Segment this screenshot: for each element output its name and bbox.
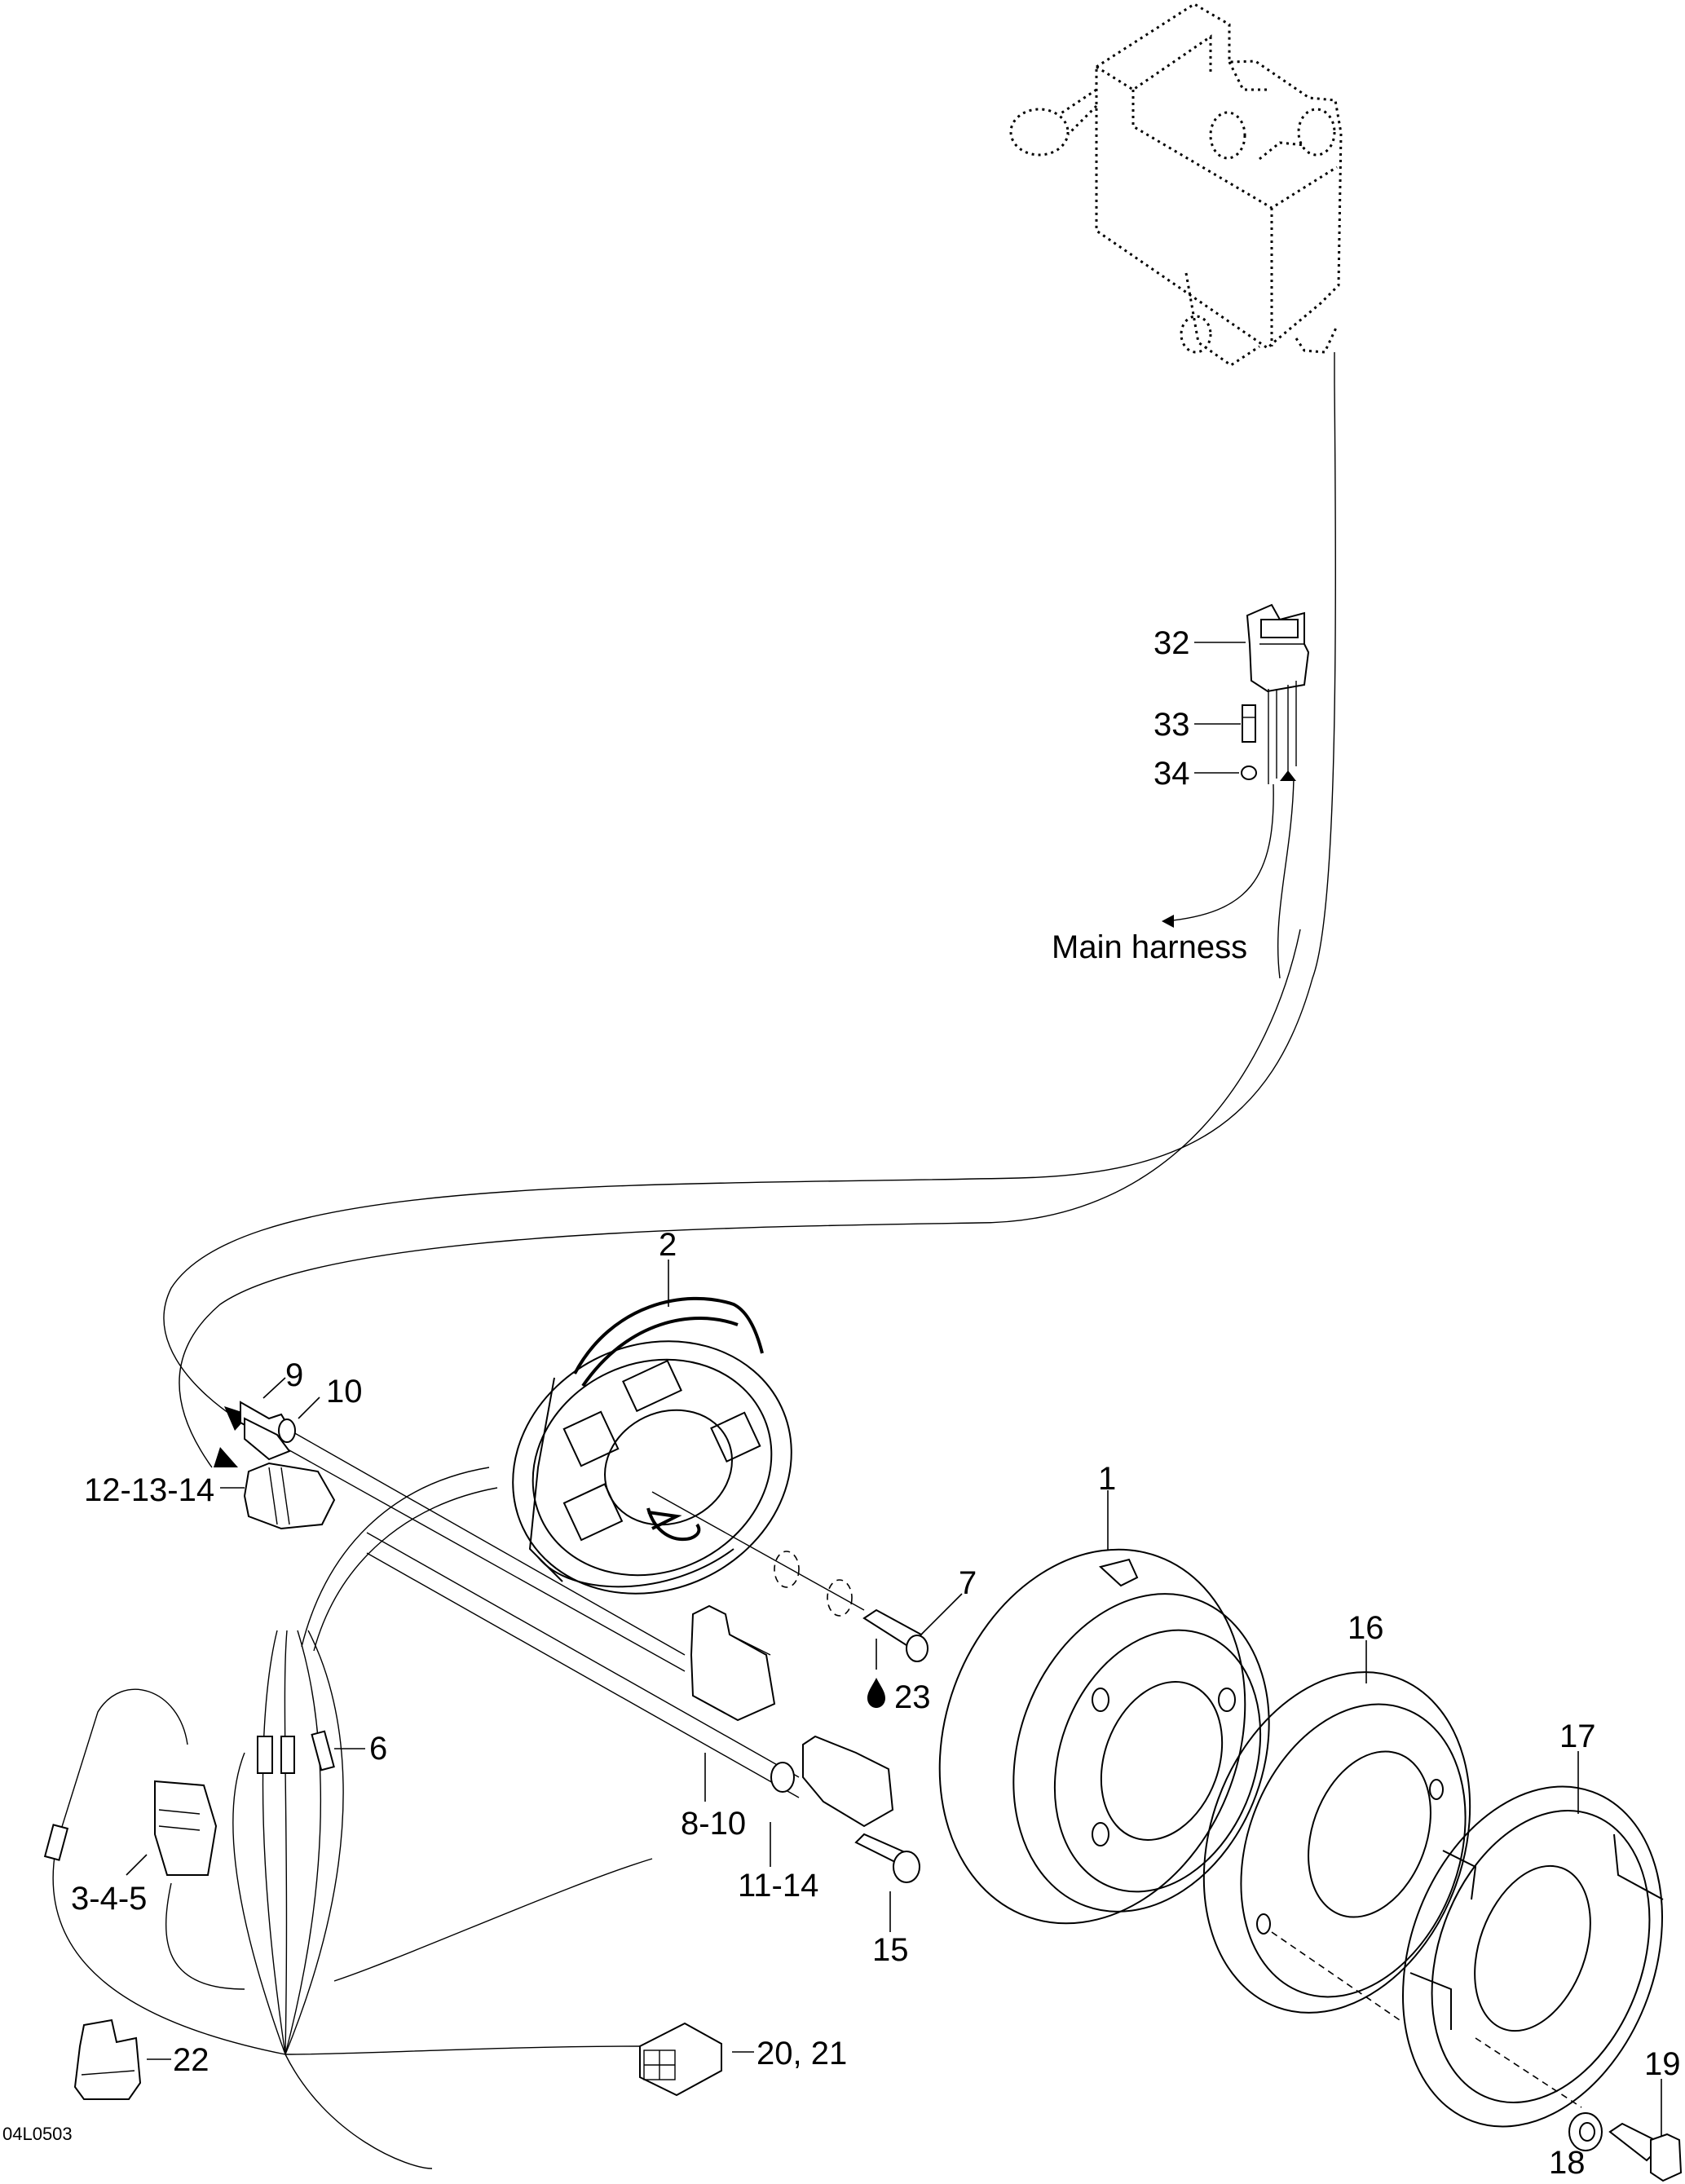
cover-17 <box>1402 1785 1664 2128</box>
stator <box>512 1296 792 1595</box>
seal-34 <box>1241 766 1257 780</box>
harness-cable <box>163 352 1336 1468</box>
connector-20-21 <box>639 2022 722 2097</box>
callout-23: 23 <box>867 1678 931 1715</box>
callout-23-label: 23 <box>894 1679 931 1715</box>
trigger-coil-upper <box>690 1604 776 1722</box>
callout-7: 7 <box>959 1565 977 1601</box>
callout-34: 34 <box>1153 756 1190 792</box>
ignition-module <box>1009 2 1343 367</box>
callout-2: 2 <box>659 1227 677 1263</box>
callout-19: 19 <box>1644 2046 1681 2082</box>
leader-lines <box>126 642 1662 2136</box>
trigger-coil-lower <box>770 1735 894 1828</box>
terminal-33 <box>1242 704 1256 743</box>
callout-32: 32 <box>1153 625 1190 661</box>
callout-8-10: 8-10 <box>681 1806 746 1842</box>
callout-3-4-5: 3-4-5 <box>71 1881 147 1917</box>
screw-7 <box>651 1491 929 1662</box>
bolt-15 <box>854 1833 920 1883</box>
connector-32 <box>1162 603 1310 979</box>
callout-17: 17 <box>1559 1719 1596 1754</box>
figure-reference-code: 04L0503 <box>2 2124 73 2144</box>
callout-16: 16 <box>1348 1610 1384 1646</box>
rotor <box>938 1548 1270 1925</box>
callout-33: 33 <box>1153 707 1190 743</box>
callout-18: 18 <box>1549 2145 1586 2181</box>
drop-icon <box>867 1678 885 1708</box>
wire-bundle <box>43 1630 653 2169</box>
connector-9-10 <box>240 1401 296 1461</box>
arrow-head-12 <box>214 1447 238 1467</box>
harness-bars <box>268 1418 800 1798</box>
callout-20-21: 20, 21 <box>756 2036 847 2071</box>
callout-22: 22 <box>173 2042 210 2078</box>
main-harness-note: Main harness <box>1052 929 1247 965</box>
connector-22 <box>73 2019 142 2100</box>
starter-ring-16 <box>1202 1671 1471 2023</box>
screw-19 <box>1608 2122 1683 2182</box>
callout-11-14: 11-14 <box>738 1868 818 1904</box>
callout-6: 6 <box>369 1731 387 1767</box>
connector-12-13-14 <box>243 1462 336 1530</box>
washer-18 <box>1568 2112 1603 2151</box>
callout-1: 1 <box>1098 1461 1116 1497</box>
callout-10: 10 <box>326 1374 363 1410</box>
callout-15: 15 <box>872 1932 909 1968</box>
callout-12-13-14: 12-13-14 <box>84 1472 214 1508</box>
callout-9: 9 <box>285 1357 303 1393</box>
